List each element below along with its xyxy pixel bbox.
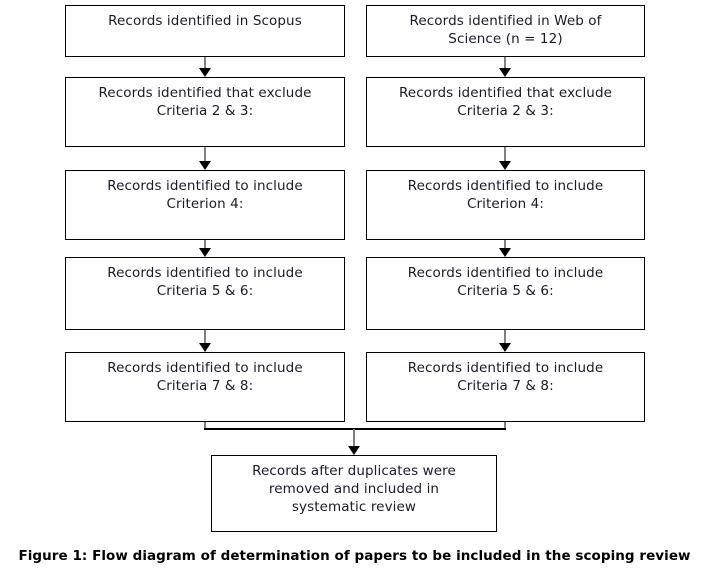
connector-left-1-2-arrowhead <box>198 68 211 77</box>
node-left-4: Records identified to include Criteria 5… <box>65 257 345 330</box>
node-right-1: Records identified in Web of Science (n … <box>366 5 645 57</box>
node-left-1-label: Records identified in Scopus <box>108 13 302 29</box>
node-final-label: Records after duplicates were removed an… <box>252 463 456 515</box>
node-left-1: Records identified in Scopus <box>65 5 345 57</box>
connector-left-1-2-stem <box>204 57 206 69</box>
merge-horizontal-bar <box>204 428 506 430</box>
merge-left-drop <box>204 422 206 429</box>
connector-right-2-3-arrowhead <box>498 161 511 170</box>
node-right-3-label: Records identified to include Criterion … <box>407 178 604 212</box>
node-left-3-label: Records identified to include Criterion … <box>107 178 303 212</box>
node-left-2-label: Records identified that exclude Criteria… <box>98 85 312 119</box>
connector-left-3-4-stem <box>204 240 206 248</box>
merge-right-drop <box>504 422 506 429</box>
node-final: Records after duplicates were removed an… <box>211 455 497 532</box>
node-left-5: Records identified to include Criteria 7… <box>65 352 345 422</box>
figure-caption: Figure 1: Flow diagram of determination … <box>18 548 691 564</box>
node-right-2: Records identified that exclude Criteria… <box>366 77 645 147</box>
flow-diagram: Records identified in Scopus Records ide… <box>65 5 645 532</box>
node-left-2: Records identified that exclude Criteria… <box>65 77 345 147</box>
node-right-3: Records identified to include Criterion … <box>366 170 645 240</box>
connector-right-3-4-stem <box>504 240 506 248</box>
connector-left-3-4-arrowhead <box>198 248 211 257</box>
merge-center-stem <box>353 429 355 446</box>
connector-left-4-5-stem <box>204 330 206 343</box>
connector-left-2-3-stem <box>204 147 206 161</box>
node-right-4: Records identified to include Criteria 5… <box>366 257 645 330</box>
node-right-4-label: Records identified to include Criteria 5… <box>407 265 604 299</box>
node-left-4-label: Records identified to include Criteria 5… <box>107 265 303 299</box>
connector-left-4-5-arrowhead <box>198 343 211 352</box>
connector-right-3-4-arrowhead <box>498 248 511 257</box>
node-right-5: Records identified to include Criteria 7… <box>366 352 645 422</box>
connector-right-1-2-arrowhead <box>498 68 511 77</box>
node-left-5-label: Records identified to include Criteria 7… <box>107 360 303 394</box>
merge-arrowhead <box>347 446 360 455</box>
connector-right-1-2-stem <box>504 57 506 69</box>
connector-right-4-5-stem <box>504 330 506 343</box>
node-left-3: Records identified to include Criterion … <box>65 170 345 240</box>
connector-left-2-3-arrowhead <box>198 161 211 170</box>
node-right-1-label: Records identified in Web of Science (n … <box>409 13 602 47</box>
node-right-5-label: Records identified to include Criteria 7… <box>407 360 604 394</box>
connector-right-4-5-arrowhead <box>498 343 511 352</box>
connector-right-2-3-stem <box>504 147 506 161</box>
node-right-2-label: Records identified that exclude Criteria… <box>398 85 613 119</box>
